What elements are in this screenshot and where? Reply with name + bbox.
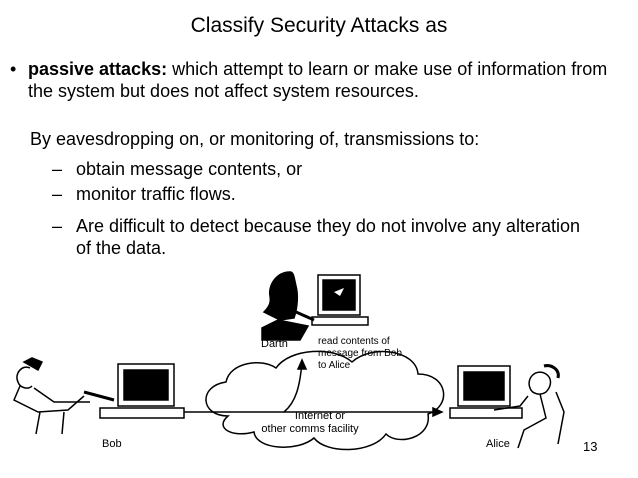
- eavesdropping-paragraph: By eavesdropping on, or monitoring of, t…: [30, 129, 480, 149]
- bullet-description: which attempt to learn or make use of in…: [28, 59, 608, 101]
- annotation-line-2: message from Bob: [318, 348, 402, 359]
- slide-title: Classify Security Attacks as: [190, 14, 448, 37]
- alice-computer-icon: [449, 364, 565, 449]
- darth-computer-icon: [261, 271, 369, 341]
- bullet-marker: •: [10, 59, 17, 79]
- bob-to-alice-arrow: [178, 406, 444, 418]
- sub-item-text: obtain message contents, or: [76, 159, 303, 179]
- internet-cloud-shape: [205, 350, 445, 451]
- alice-label: Alice: [486, 438, 510, 450]
- cloud-line-2: other comms facility: [261, 423, 359, 435]
- dash-marker: –: [52, 159, 63, 179]
- cloud-line-1: Internet or: [295, 410, 345, 422]
- bullet-bold-term: passive attacks:: [28, 59, 168, 79]
- intercept-arrow: [283, 358, 308, 413]
- sub-item-message-contents: – obtain message contents, or: [52, 158, 303, 180]
- bullet-passive-attacks: • passive attacks: which attempt to lear…: [10, 58, 623, 102]
- sub-item-traffic-flows: – monitor traffic flows.: [52, 183, 236, 205]
- darth-label: Darth: [261, 338, 288, 350]
- bob-label: Bob: [102, 438, 122, 450]
- dash-marker: –: [52, 216, 63, 236]
- sub-item-difficult-to-detect: – Are difficult to detect because they d…: [52, 215, 596, 259]
- annotation-line-3: to Alice: [318, 360, 351, 371]
- sub-item-text: Are difficult to detect because they do …: [76, 216, 580, 258]
- bob-computer-icon: [13, 357, 185, 435]
- page-number: 13: [583, 439, 598, 454]
- passive-attack-figure: Darth read contents of message from Bob …: [13, 271, 565, 451]
- dash-marker: –: [52, 184, 63, 204]
- annotation-line-1: read contents of: [318, 336, 390, 347]
- sub-item-text: monitor traffic flows.: [76, 184, 236, 204]
